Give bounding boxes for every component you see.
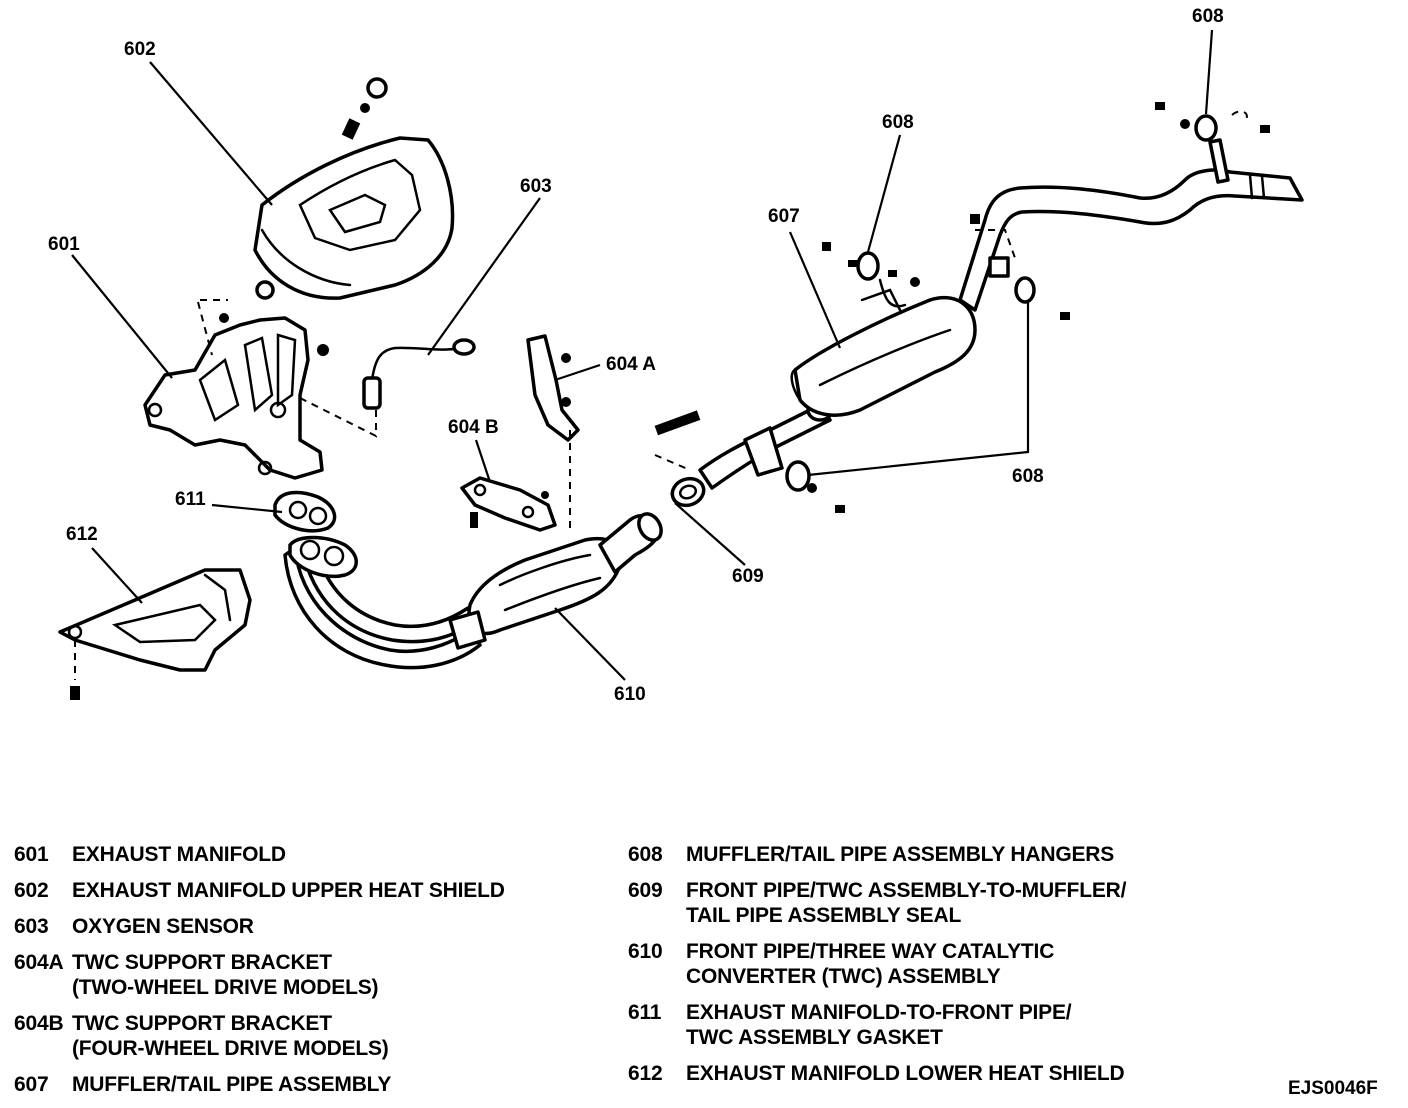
legend-text: OXYGEN SENSOR — [72, 915, 254, 938]
oxygen-sensor-603 — [299, 338, 476, 438]
callout-612: 612 — [66, 524, 98, 545]
callout-610: 610 — [614, 684, 646, 705]
legend-text: EXHAUST MANIFOLD LOWER HEAT SHIELD — [686, 1062, 1125, 1085]
legend-item: 612 EXHAUST MANIFOLD LOWER HEAT SHIELD — [628, 1061, 1248, 1086]
legend-item: 611 EXHAUST MANIFOLD-TO-FRONT PIPE/ TWC A… — [628, 1000, 1248, 1050]
hangers-608 — [785, 102, 1270, 513]
callout-608-right: 608 — [1012, 466, 1044, 487]
legend-text: EXHAUST MANIFOLD-TO-FRONT PIPE/ TWC ASSE… — [686, 1001, 1072, 1049]
legend-text: TWC SUPPORT BRACKET (FOUR-WHEEL DRIVE MO… — [72, 1012, 389, 1060]
figure-code: EJS0046F — [1288, 1078, 1378, 1099]
legend-text: TWC SUPPORT BRACKET (TWO-WHEEL DRIVE MOD… — [72, 951, 379, 999]
legend-item: 604B TWC SUPPORT BRACKET (FOUR-WHEEL DRIV… — [14, 1011, 674, 1061]
twc-bracket-604b — [460, 476, 557, 532]
legend-left-column: 601 EXHAUST MANIFOLD 602 EXHAUST MANIFOLD … — [14, 842, 674, 1108]
legend-number: 611 — [628, 1001, 662, 1024]
exhaust-manifold-601 — [143, 299, 329, 480]
callout-608-top: 608 — [1192, 6, 1224, 27]
legend-text: MUFFLER/TAIL PIPE ASSEMBLY HANGERS — [686, 843, 1115, 866]
callout-607: 607 — [768, 206, 800, 227]
seal-609 — [654, 410, 706, 508]
legend-number: 604A — [14, 951, 64, 974]
gasket-611 — [273, 490, 337, 533]
legend-text: MUFFLER/TAIL PIPE ASSEMBLY — [72, 1073, 392, 1096]
twc-bracket-604a — [526, 334, 580, 530]
legend-number: 601 — [14, 843, 49, 866]
legend-text: FRONT PIPE/TWC ASSEMBLY-TO-MUFFLER/ TAIL… — [686, 879, 1127, 927]
legend-item: 609 FRONT PIPE/TWC ASSEMBLY-TO-MUFFLER/ T… — [628, 878, 1248, 928]
callout-603: 603 — [520, 176, 552, 197]
legend-item: 604A TWC SUPPORT BRACKET (TWO-WHEEL DRIVE… — [14, 950, 674, 1000]
legend-item: 603 OXYGEN SENSOR — [14, 914, 674, 939]
callout-604b: 604 B — [448, 417, 499, 438]
legend-item: 602 EXHAUST MANIFOLD UPPER HEAT SHIELD — [14, 878, 674, 903]
legend-number: 609 — [628, 879, 663, 902]
front-pipe-twc-610 — [283, 512, 663, 670]
legend-number: 604B — [14, 1012, 64, 1035]
legend-item: 601 EXHAUST MANIFOLD — [14, 842, 674, 867]
callout-604a: 604 A — [606, 354, 656, 375]
legend-number: 607 — [14, 1073, 49, 1096]
legend-number: 602 — [14, 879, 49, 902]
lower-heat-shield-612 — [58, 568, 252, 700]
callout-602: 602 — [124, 39, 156, 60]
upper-heat-shield-602 — [253, 77, 455, 300]
legend-right-column: 608 MUFFLER/TAIL PIPE ASSEMBLY HANGERS 60… — [628, 842, 1248, 1097]
legend-text: FRONT PIPE/THREE WAY CATALYTIC CONVERTER… — [686, 940, 1055, 988]
legend-item: 610 FRONT PIPE/THREE WAY CATALYTIC CONVER… — [628, 939, 1248, 989]
callout-608-middle: 608 — [882, 112, 914, 133]
legend-number: 608 — [628, 843, 663, 866]
muffler-tail-pipe-607 — [698, 138, 1304, 490]
callout-601: 601 — [48, 234, 80, 255]
callout-609: 609 — [732, 566, 764, 587]
exhaust-system-diagram: 602 601 603 604 A 604 B 611 612 607 608 … — [48, 6, 1304, 705]
legend-number: 612 — [628, 1062, 663, 1085]
legend-item: 607 MUFFLER/TAIL PIPE ASSEMBLY — [14, 1072, 674, 1097]
legend-text: EXHAUST MANIFOLD — [72, 843, 286, 866]
legend-number: 610 — [628, 940, 663, 963]
legend-item: 608 MUFFLER/TAIL PIPE ASSEMBLY HANGERS — [628, 842, 1248, 867]
legend-number: 603 — [14, 915, 49, 938]
callout-611: 611 — [175, 489, 206, 510]
legend-text: EXHAUST MANIFOLD UPPER HEAT SHIELD — [72, 879, 505, 902]
